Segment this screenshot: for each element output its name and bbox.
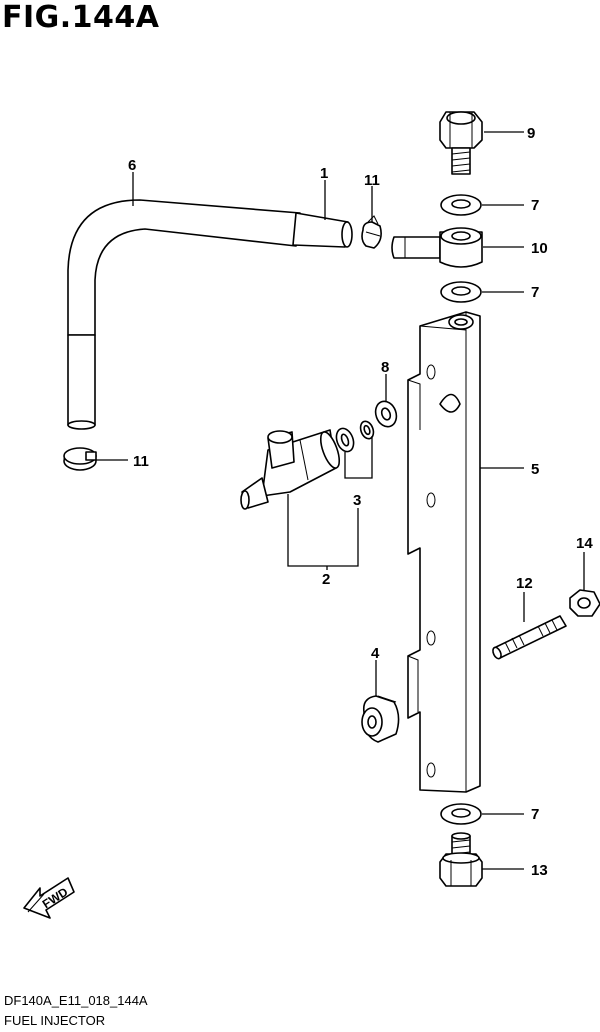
callout-12: 12 xyxy=(516,575,533,592)
callout-7-c: 7 xyxy=(531,806,539,823)
plug-bolt-part-13 xyxy=(439,832,483,887)
callout-7-a: 7 xyxy=(531,197,539,214)
grommet-part-4 xyxy=(361,695,400,743)
callout-2: 2 xyxy=(322,571,330,588)
seal-part-3 xyxy=(335,420,375,453)
union-joint-part-10 xyxy=(391,227,483,268)
model-code: DF140A_E11_018_144A xyxy=(4,993,148,1008)
union-bolt-part-9 xyxy=(439,111,483,175)
callout-10: 10 xyxy=(531,240,548,257)
callout-3: 3 xyxy=(353,492,361,509)
o-ring-part-8 xyxy=(374,400,398,428)
callout-1: 1 xyxy=(320,165,328,182)
washer-part-7-a xyxy=(440,194,482,216)
figure-title: FIG.144A xyxy=(2,0,160,35)
callout-11-lower: 11 xyxy=(133,453,149,470)
callout-9: 9 xyxy=(527,125,535,142)
callout-6: 6 xyxy=(128,157,136,174)
washer-part-7-b xyxy=(440,281,482,303)
callout-11-upper: 11 xyxy=(364,172,380,189)
fuel-rail-part-5 xyxy=(407,311,481,793)
callout-7-b: 7 xyxy=(531,284,539,301)
washer-part-7-c xyxy=(440,803,482,825)
leader-lines xyxy=(96,131,585,870)
callout-5: 5 xyxy=(531,461,539,478)
injector-part-2 xyxy=(240,429,341,510)
callout-4: 4 xyxy=(371,645,380,662)
diagram-caption: FUEL INJECTOR xyxy=(4,1013,106,1028)
callout-13: 13 xyxy=(531,862,548,879)
fuel-hose-part-6 xyxy=(67,199,301,430)
forward-direction-badge: FWD xyxy=(23,877,75,919)
pipe-part-1 xyxy=(292,212,353,248)
callout-numbers: 1 6 11 9 7 10 7 5 8 11 3 2 4 12 14 7 13 xyxy=(128,125,593,879)
nut-part-14 xyxy=(569,589,600,617)
callout-8: 8 xyxy=(381,359,389,376)
stud-part-12 xyxy=(492,615,567,660)
hose-clip-part-11-upper xyxy=(361,215,382,249)
hose-clip-part-11-lower xyxy=(63,447,97,471)
callout-14: 14 xyxy=(576,535,593,552)
